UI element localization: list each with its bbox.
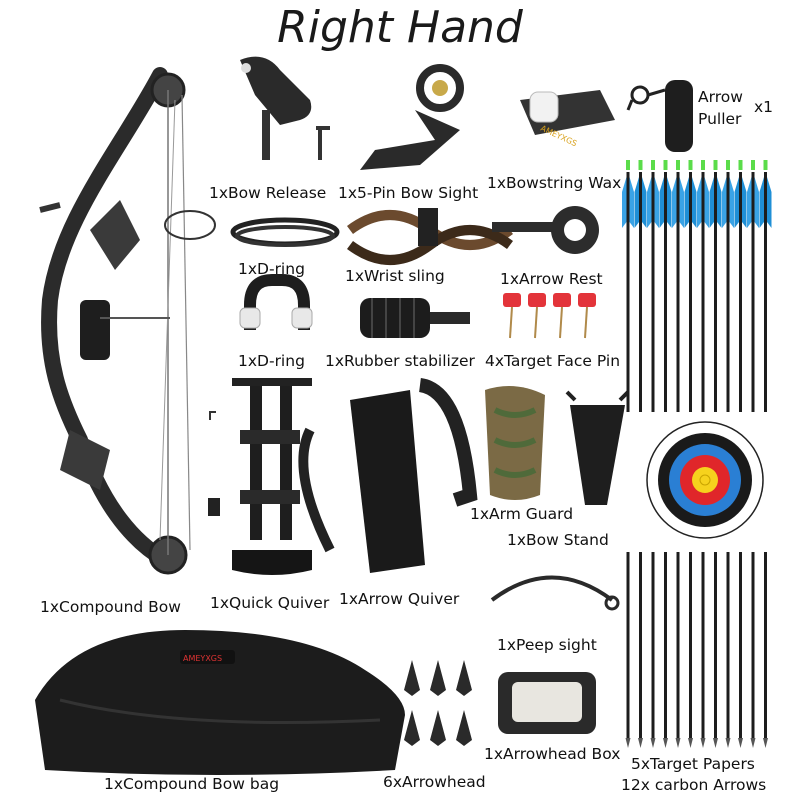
label-arrow-puller-2: Puller [698,110,742,128]
arrow-nock [701,160,705,170]
quick-quiver-image [208,378,312,575]
target-pins-image [503,293,596,339]
label-compound-bow: 1xCompound Bow [40,598,181,616]
arrow-nock [663,160,668,170]
arrow-puller-image [626,80,693,152]
arrow-tip [625,738,631,748]
label-compound-bow-bag: 1xCompound Bow bag [104,775,280,793]
label-arrow-puller-qty: x1 [754,98,774,116]
d-ring-loop-image [164,210,340,247]
bow-stand-image [565,390,630,505]
arrowheads-image [404,660,472,746]
arrow-tip [725,738,731,748]
label-d-ring-2: 1xD-ring [238,352,305,370]
d-ring-metal-image [239,274,313,330]
arrow-rest-image [492,206,599,254]
label-d-ring-1: 1xD-ring [238,260,305,278]
arrow-tip [700,738,706,748]
arrow-nock [626,160,630,170]
arrow-nock [688,160,693,170]
compound-bow-bag-image: AMEYXGS [35,630,405,775]
arrow-tip [675,738,681,748]
peep-sight-image [490,575,620,611]
arrow-nock [763,160,768,170]
label-bowstring-wax: 1xBowstring Wax [487,174,622,192]
label-peep-sight: 1xPeep sight [497,636,597,654]
arrow-tip [688,738,693,748]
bow-sight-image [360,64,464,170]
arrow-tip [663,738,668,748]
label-target-face-pin: 4xTarget Face Pin [485,352,621,370]
arrow-nock [751,160,755,170]
arrow-nock [638,160,643,170]
label-arrow-quiver: 1xArrow Quiver [339,590,460,608]
arrow-nock [713,160,718,170]
label-quick-quiver: 1xQuick Quiver [210,594,330,612]
label-bow-stand: 1xBow Stand [507,531,609,549]
carbon-arrows-lower-image [625,552,768,748]
label-rubber-stabilizer: 1xRubber stabilizer [325,352,475,370]
bow-release-image [240,56,330,160]
arrow-tip [713,738,718,748]
arrow-tip [750,738,756,748]
arrow-tip [738,738,743,748]
label-arrow-puller-1: Arrow [698,88,743,106]
arrow-tip [638,738,643,748]
page-title: Right Hand [277,2,523,53]
bowstring-wax-image: AMEYXGS [520,90,615,148]
arrow-nock [726,160,730,170]
label-arrow-rest: 1xArrow Rest [500,270,603,288]
arrow-nock [676,160,680,170]
compound-bow-image [39,67,191,575]
label-carbon-arrows: 12x carbon Arrows [621,776,767,794]
label-target-papers: 5xTarget Papers [631,755,755,773]
rubber-stabilizer-image [360,298,470,338]
arrow-nock [651,160,655,170]
carbon-arrows-upper-image [622,160,772,412]
bag-brand-text: AMEYXGS [183,654,222,663]
arrow-quiver-image [298,378,478,573]
label-arrowhead-box: 1xArrowhead Box [484,745,621,763]
label-bow-release: 1xBow Release [209,184,327,202]
target-face-image [646,421,764,539]
arrow-tip [763,738,768,748]
arrowhead-box-image [498,672,596,734]
arrow-nock [738,160,743,170]
label-wrist-sling: 1xWrist sling [345,267,445,285]
wrist-sling-image [347,208,513,265]
arrow-tip [650,738,656,748]
label-arm-guard: 1xArm Guard [470,505,574,523]
arm-guard-image [485,386,545,500]
label-arrowhead: 6xArrowhead [383,773,486,791]
label-bow-sight: 1x5-Pin Bow Sight [338,184,479,202]
